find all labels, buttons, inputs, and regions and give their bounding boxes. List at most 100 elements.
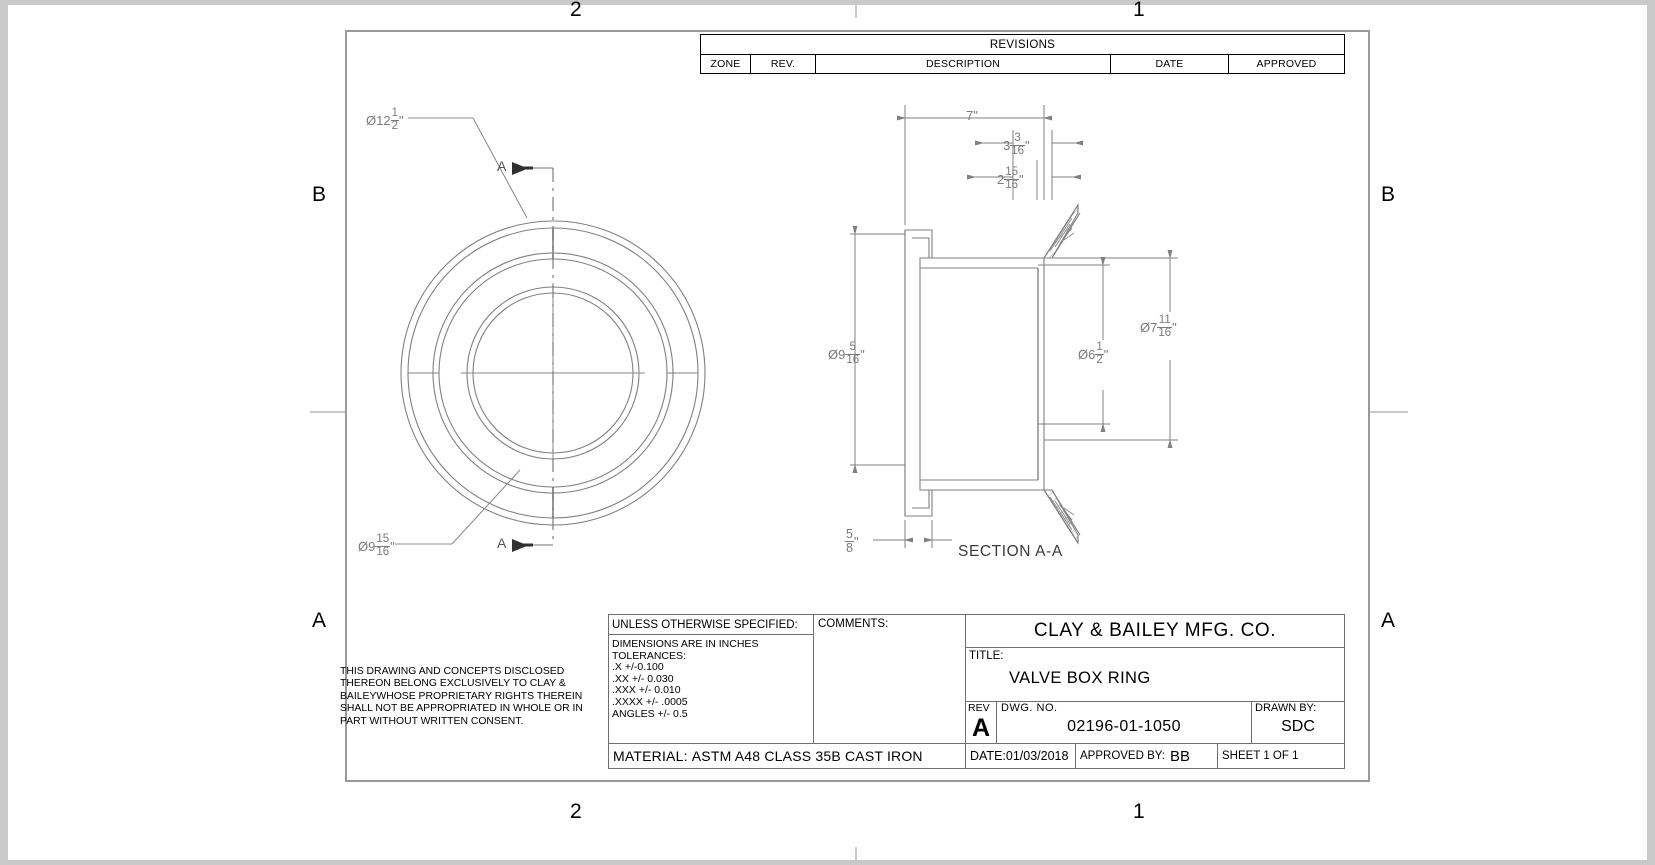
zone-tick-top [855,0,857,18]
drawing-title-cell: TITLE: VALVE BOX RING [966,648,1344,702]
title-block-upper: UNLESS OTHERWISE SPECIFIED: DIMENSIONS A… [609,615,1344,744]
spec-line-x: .X +/-0.100 [612,661,664,674]
margin-strip-left [0,0,8,865]
dim-numerator: 15 [1005,166,1019,178]
dwg-number-cell: DWG. NO. 02196-01-1050 [997,702,1252,743]
zone-label-right-a: A [1381,609,1396,632]
spec-line-xxxx: .XXXX +/- .0005 [612,695,688,708]
material-cell: MATERIAL: ASTM A48 CLASS 35B CAST IRON [609,744,966,768]
dim-numerator: 15 [376,533,390,545]
dim-denominator: 8 [845,540,854,555]
dim-whole: 2 [997,171,1005,187]
zone-label-bottom-1: 1 [1133,800,1145,823]
dim-whole: 9 [368,538,376,554]
revisions-title: REVISIONS [701,35,1344,55]
margin-strip-top [0,0,1655,5]
dim-unit: " [1172,319,1177,335]
revisions-col-zone: ZONE [701,55,751,73]
dim-numerator: 11 [1158,314,1171,326]
dim-unit: " [390,538,395,554]
title-block: UNLESS OTHERWISE SPECIFIED: DIMENSIONS A… [608,614,1345,769]
section-arrow-label-bottom: A [497,535,507,551]
section-arrow-label-top: A [497,158,507,174]
zone-label-right-b: B [1381,183,1396,206]
margin-strip-right [1647,0,1655,865]
dim-numerator: 3 [1014,132,1021,144]
diameter-symbol: Ø [1140,319,1151,335]
comments-label: COMMENTS: [818,618,889,630]
spec-line-angles: ANGLES +/- 0.5 [612,707,688,720]
dim-unit: " [973,108,978,123]
approved-label: APPROVED BY: [1080,750,1166,762]
dimension-overall-7: 7" [966,108,978,123]
title-block-lower: MATERIAL: ASTM A48 CLASS 35B CAST IRON D… [609,744,1344,768]
revisions-col-approved: APPROVED [1256,58,1317,70]
tolerance-spec-cell: UNLESS OTHERWISE SPECIFIED: DIMENSIONS A… [609,615,814,743]
spec-line-tolerances: TOLERANCES: [612,649,686,662]
dim-whole: 6 [1088,346,1096,362]
comments-cell[interactable]: COMMENTS: [814,615,966,743]
zone-tick-right [1368,411,1408,413]
drawn-by-cell: DRAWN BY: SDC [1252,702,1344,743]
dim-unit: " [1025,137,1030,153]
spec-line-xx: .XX +/- 0.030 [612,672,674,685]
sheet-value: SHEET 1 OF 1 [1222,750,1299,762]
zone-label-left-a: A [312,609,327,632]
zone-label-left-b: B [312,183,327,206]
dim-denominator: 16 [375,545,391,558]
dim-unit: " [1019,171,1024,187]
zone-tick-bottom [855,847,857,865]
revisions-header-row: ZONE REV. DESCRIPTION DATE APPROVED [701,55,1344,73]
disclaimer-line: THIS DRAWING AND CONCEPTS DISCLOSED [340,666,565,677]
disclaimer-line: BAILEYWHOSE PROPRIETARY RIGHTS THEREIN [340,690,583,702]
disclaimer-line: THEREON BELONG EXCLUSIVELY TO CLAY & [340,678,566,690]
drawing-number-row: REV A DWG. NO. 02196-01-1050 DRAWN BY: S… [966,702,1344,743]
dim-unit: " [853,533,859,549]
revisions-col-description: DESCRIPTION [816,55,1111,73]
revisions-col-date: DATE [1111,55,1229,73]
section-view-label: SECTION A-A [958,543,1063,560]
drawn-value: SDC [1281,717,1315,735]
sheet-cell: SHEET 1 OF 1 [1218,744,1344,768]
approved-value: BB [1170,747,1191,765]
title-label: TITLE: [969,650,1004,662]
zone-label-top-2: 2 [570,0,582,21]
rev-value: A [971,714,991,742]
dim-numerator: 5 [849,341,856,353]
spec-body: DIMENSIONS ARE IN INCHES TOLERANCES: .X … [609,635,813,743]
dim-denominator: 16 [1010,144,1026,157]
dim-whole: 3 [1003,137,1011,153]
disclaimer-line: PART WITHOUT WRITTEN CONSENT. [340,715,524,727]
spec-line-dimensions: DIMENSIONS ARE IN INCHES [612,638,759,650]
zone-tick-left [310,411,350,413]
diameter-symbol: Ø [358,538,369,554]
dim-whole: 7 [1150,319,1158,335]
revisions-table: REVISIONS ZONE REV. DESCRIPTION DATE APP… [700,34,1345,74]
margin-strip-bottom [0,860,1655,865]
material-label: MATERIAL: [613,748,688,764]
title-block-right: CLAY & BAILEY MFG. CO. TITLE: VALVE BOX … [966,615,1344,743]
proprietary-disclaimer: THIS DRAWING AND CONCEPTS DISCLOSED THER… [340,666,605,728]
company-name: CLAY & BAILEY MFG. CO. [966,615,1344,648]
zone-label-top-1: 1 [1133,0,1145,21]
date-cell: DATE:01/03/2018 [966,744,1076,768]
dim-numerator: 1 [1096,341,1103,353]
dim-whole: 9 [838,346,846,362]
dwg-label: DWG. NO. [1001,702,1058,714]
rev-label: REV [968,702,990,714]
revision-cell: REV A [966,702,997,743]
date-value: 01/03/2018 [1005,749,1069,763]
dim-numerator: 1 [391,107,398,119]
spec-line-xxx: .XXX +/- 0.010 [612,684,681,697]
zone-label-bottom-2: 2 [570,800,582,823]
dim-whole: 12 [376,112,391,128]
